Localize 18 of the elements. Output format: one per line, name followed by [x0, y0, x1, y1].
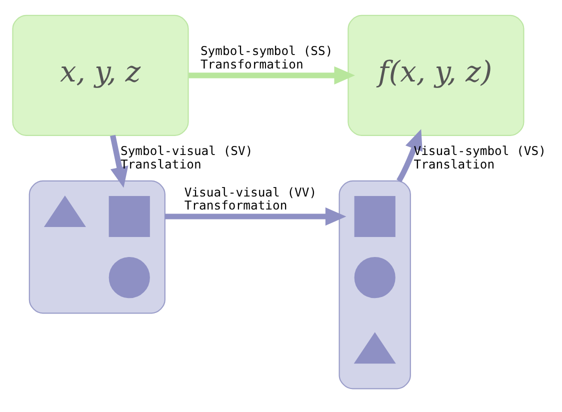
node-box: f(x, y, z)	[348, 14, 524, 136]
arrow	[164, 206, 346, 226]
node-box	[354, 195, 396, 237]
cluster	[28, 180, 166, 314]
node-triangle	[354, 332, 396, 364]
edge-label: Visual-visual (VV) Transformation	[184, 184, 317, 212]
arrow	[110, 134, 128, 188]
arrow	[188, 66, 356, 84]
node-circle	[354, 256, 396, 298]
node-box	[108, 195, 150, 237]
cluster	[338, 180, 411, 389]
node-circle	[108, 256, 150, 298]
edge-label: Symbol-symbol (SS) Transformation	[200, 44, 333, 72]
edge-label: Symbol-visual (SV) Translation	[120, 144, 253, 172]
edge-label: Visual-symbol (VS) Translation	[414, 144, 546, 172]
node-triangle	[44, 195, 86, 227]
arrow	[396, 128, 423, 182]
node-box: x, y, z	[12, 14, 189, 136]
